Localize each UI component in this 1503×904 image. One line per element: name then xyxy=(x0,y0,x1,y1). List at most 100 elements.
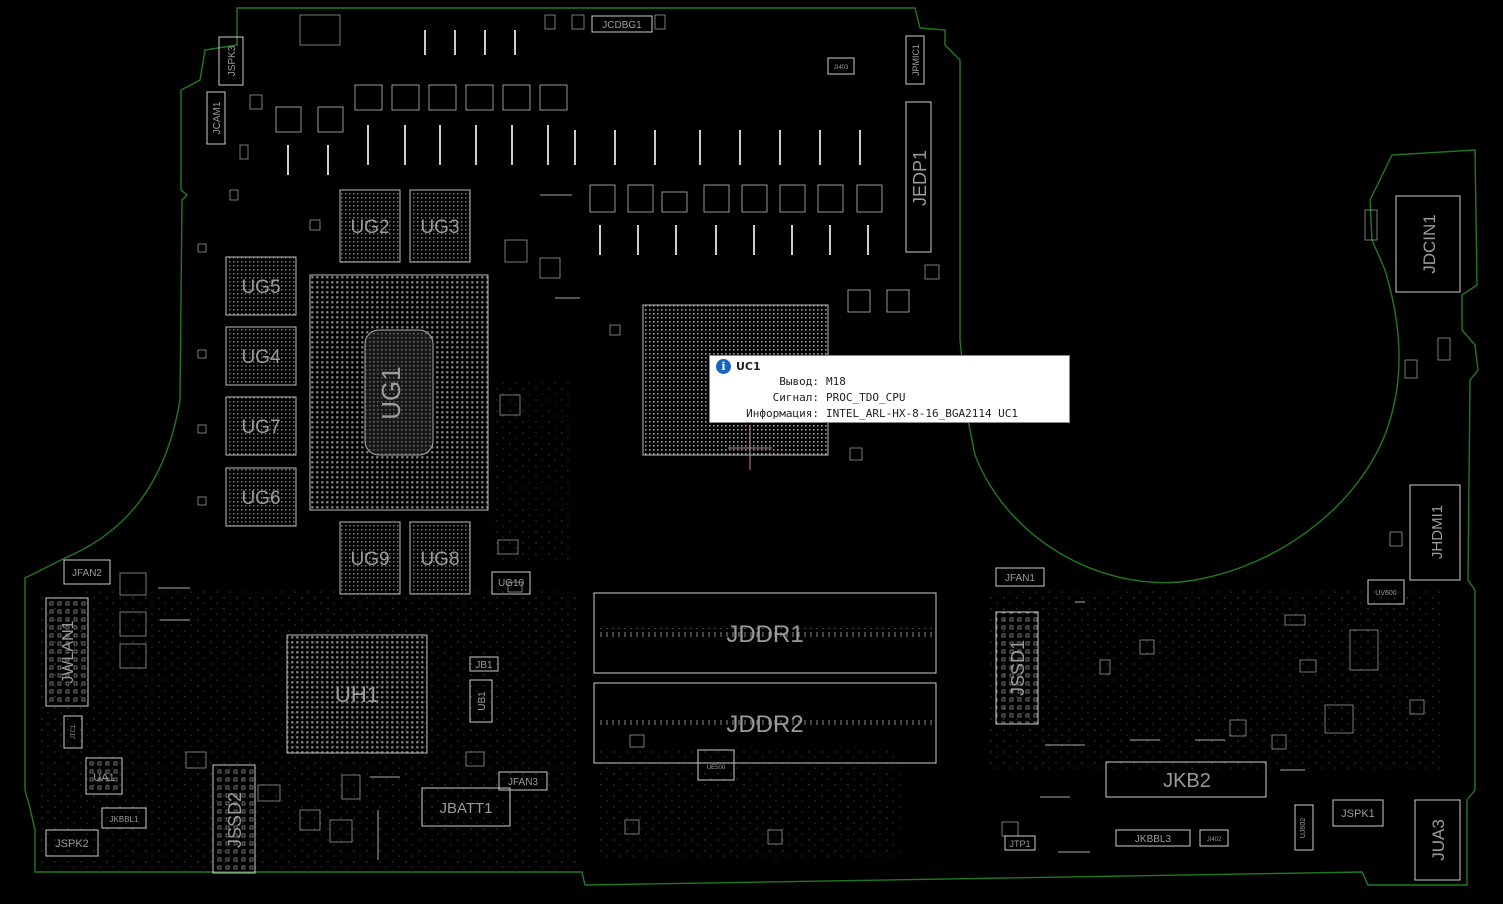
chip-ug10[interactable] xyxy=(491,571,531,595)
label-ug6: UG6 xyxy=(241,488,280,509)
label-jhdmi1: JHDMI1 xyxy=(1429,505,1446,559)
connector-jua3[interactable] xyxy=(1414,799,1461,881)
label-jtp1: JTP1 xyxy=(1009,839,1030,849)
label-jtc1: JTC1 xyxy=(71,724,77,739)
label-jb1: JB1 xyxy=(475,660,493,671)
connector-ji403[interactable] xyxy=(827,57,855,75)
small-passives xyxy=(119,14,1451,845)
tooltip-row-pin: Вывод: M18 xyxy=(710,375,1071,388)
connector-jfan3[interactable] xyxy=(498,771,548,791)
label-jkbbl1: JKBBL1 xyxy=(110,815,139,824)
connector-jkb2[interactable] xyxy=(1105,761,1267,798)
vram-ug8[interactable] xyxy=(409,521,471,595)
label-ji402: JI402 xyxy=(1207,837,1222,843)
chip-ua1[interactable] xyxy=(85,757,123,795)
connector-jtc1[interactable] xyxy=(63,715,83,749)
label-ug4: UG4 xyxy=(241,347,281,368)
connector-jssd1[interactable] xyxy=(995,611,1039,725)
tooltip-key: Вывод: xyxy=(779,375,819,388)
label-jdcin1: JDCIN1 xyxy=(1420,214,1439,274)
connector-jedp1[interactable] xyxy=(905,101,932,253)
inductor-columns xyxy=(287,30,869,255)
label-ug3: UG3 xyxy=(420,217,459,238)
chip-ub1[interactable] xyxy=(469,679,493,723)
connector-jfan2[interactable] xyxy=(63,559,111,585)
label-uh1: UH1 xyxy=(335,682,379,707)
vram-ug4[interactable] xyxy=(225,326,297,386)
connector-ji402[interactable] xyxy=(1199,829,1229,847)
label-jspk3: JSPK3 xyxy=(227,45,238,76)
connector-jbatt1[interactable] xyxy=(421,787,511,827)
label-jddr2: JDDR2 xyxy=(726,711,803,738)
connector-jfan1[interactable] xyxy=(995,567,1045,587)
label-ug5: UG5 xyxy=(241,277,280,298)
label-jkb2: JKB2 xyxy=(1163,770,1211,792)
chip-uj602[interactable] xyxy=(1294,804,1314,851)
connector-jspk2[interactable] xyxy=(45,829,99,857)
component-info-tooltip: i UC1 Вывод: M18 Сигнал: PROC_TDO_CPU Ин… xyxy=(709,355,1070,423)
connector-jkbbl1[interactable] xyxy=(101,807,147,829)
label-jssd1: JSSD1 xyxy=(1008,640,1028,696)
vram-ug9[interactable] xyxy=(339,521,401,595)
label-jfan1: JFAN1 xyxy=(1005,573,1035,584)
label-ub1: UB1 xyxy=(477,691,488,711)
label-ug2: UG2 xyxy=(350,217,389,238)
tooltip-key: Информация: xyxy=(746,407,819,420)
label-jssd2: JSSD2 xyxy=(225,792,245,848)
connector-jwlan1[interactable] xyxy=(45,597,89,707)
label-jcam1: JCAM1 xyxy=(212,101,223,134)
label-ug9: UG9 xyxy=(350,549,389,570)
connector-jspk3[interactable] xyxy=(218,36,244,86)
vram-ug2[interactable] xyxy=(339,189,401,263)
ddr-slot-jddr1[interactable] xyxy=(593,592,937,674)
connector-jhdmi1[interactable] xyxy=(1409,484,1461,581)
trace-lines xyxy=(158,194,1305,860)
label-ug10: UG10 xyxy=(498,578,525,589)
tooltip-key: Сигнал: xyxy=(772,391,819,404)
label-ug1: UG1 xyxy=(376,366,406,419)
label-jpmic1: JPMIC1 xyxy=(911,44,921,76)
connector-jtp1[interactable] xyxy=(1004,835,1036,851)
label-uj602: UJ602 xyxy=(1300,818,1307,838)
vram-ug7[interactable] xyxy=(225,396,297,456)
label-jfan2: JFAN2 xyxy=(72,568,102,579)
pch-uh1[interactable] xyxy=(286,634,428,754)
label-jcdbg1: JCDBG1 xyxy=(602,20,642,31)
connector-jspk1[interactable] xyxy=(1332,799,1384,827)
ddr-slot-jddr2[interactable] xyxy=(593,682,937,764)
label-jwlan1: JWLAN1 xyxy=(60,620,77,683)
tooltip-row-signal: Сигнал: PROC_TDO_CPU xyxy=(710,391,1071,404)
label-jua3: JUA3 xyxy=(1429,819,1448,861)
vram-ug5[interactable] xyxy=(225,256,297,316)
tooltip-value: INTEL_ARL-HX-8-16_BGA2114 UC1 xyxy=(826,407,1019,420)
label-jddr1: JDDR1 xyxy=(726,621,803,648)
tooltip-value: M18 xyxy=(826,375,846,388)
tooltip-title: UC1 xyxy=(736,360,761,373)
label-jedp1: JEDP1 xyxy=(910,150,930,206)
label-ua1: UA1 xyxy=(93,772,114,784)
chip-ue500[interactable] xyxy=(697,749,735,781)
connector-jcdbg1[interactable] xyxy=(591,15,653,33)
label-jspk1: JSPK1 xyxy=(1341,808,1375,820)
gpu-ug1[interactable] xyxy=(309,274,489,511)
connector-jssd2[interactable] xyxy=(212,764,256,874)
vram-ug6[interactable] xyxy=(225,467,297,527)
label-jspk2: JSPK2 xyxy=(55,838,89,850)
info-icon: i xyxy=(716,359,731,374)
connector-jcam1[interactable] xyxy=(206,91,226,145)
tooltip-row-info: Информация: INTEL_ARL-HX-8-16_BGA2114 UC… xyxy=(710,407,1071,420)
top-power-stages xyxy=(275,84,910,313)
vram-ug3[interactable] xyxy=(409,189,471,263)
connector-jdcin1[interactable] xyxy=(1395,195,1461,293)
tooltip-value: PROC_TDO_CPU xyxy=(826,391,906,404)
connector-jb1[interactable] xyxy=(469,656,499,672)
connector-jkbbl3[interactable] xyxy=(1115,829,1191,847)
label-uv600: UV600 xyxy=(1375,590,1397,597)
label-ug8: UG8 xyxy=(420,549,459,570)
connector-jpmic1[interactable] xyxy=(905,35,925,85)
label-jfan3: JFAN3 xyxy=(508,777,538,788)
label-jkbbl3: JKBBL3 xyxy=(1135,834,1172,845)
chip-uv600[interactable] xyxy=(1367,579,1405,605)
label-ug7: UG7 xyxy=(241,417,280,438)
